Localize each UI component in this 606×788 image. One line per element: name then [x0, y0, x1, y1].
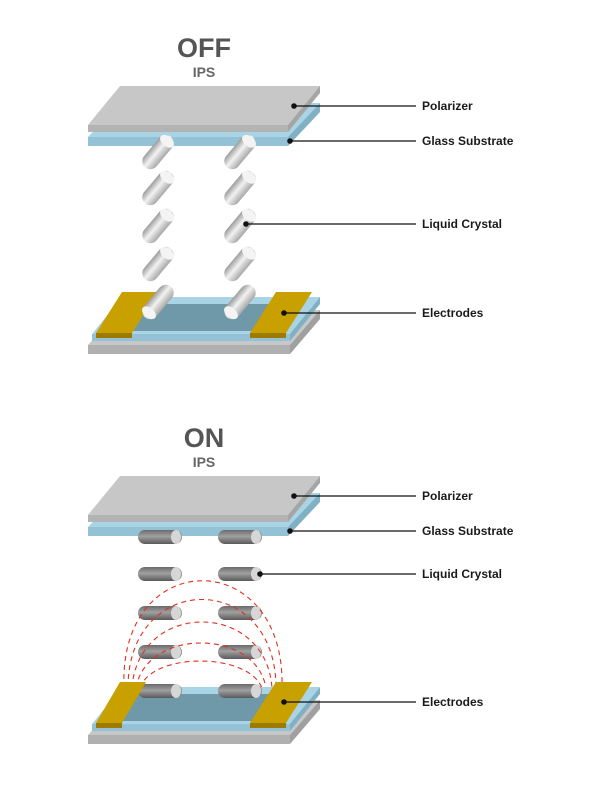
callout-polarizer: Polarizer [291, 489, 473, 503]
callout-glass-substrate: Glass Substrate [287, 524, 514, 538]
liquid-crystal-column-right [218, 530, 262, 659]
polarizer-top [88, 86, 320, 132]
callout-liquid-crystal: Liquid Crystal [257, 567, 502, 581]
liquid-crystal-bottom-right [224, 284, 256, 320]
label-polarizer: Polarizer [422, 489, 473, 503]
callout-glass-substrate: Glass Substrate [287, 134, 514, 148]
panel-title: ON [184, 423, 225, 453]
panel-subtitle: IPS [193, 64, 216, 80]
callout-electrodes: Electrodes [281, 306, 484, 320]
label-glass-substrate: Glass Substrate [422, 524, 514, 538]
electrode-right [250, 292, 312, 338]
callout-liquid-crystal: Liquid Crystal [243, 217, 502, 231]
liquid-crystal-bottom-right [218, 684, 262, 698]
liquid-crystal-bottom-left [142, 284, 174, 320]
liquid-crystal-column-left [142, 134, 174, 282]
callout-electrodes: Electrodes [281, 695, 484, 709]
panel-subtitle: IPS [193, 454, 216, 470]
label-electrodes: Electrodes [422, 695, 484, 709]
callout-polarizer: Polarizer [291, 99, 473, 113]
liquid-crystal-bottom-left [138, 684, 182, 698]
electrode-left [96, 292, 158, 338]
polarizer-top [88, 476, 320, 522]
electric-field-lines [123, 580, 283, 689]
label-electrodes: Electrodes [422, 306, 484, 320]
electrode-right [250, 682, 312, 728]
panel-title: OFF [177, 33, 231, 63]
label-liquid-crystal: Liquid Crystal [422, 217, 502, 231]
panel-off: OFF IPS [88, 33, 514, 354]
electrode-left [96, 682, 146, 728]
label-liquid-crystal: Liquid Crystal [422, 567, 502, 581]
label-polarizer: Polarizer [422, 99, 473, 113]
label-glass-substrate: Glass Substrate [422, 134, 514, 148]
liquid-crystal-column-left [138, 530, 182, 659]
panel-on: ON IPS [88, 423, 514, 744]
liquid-crystal-column-right [224, 134, 256, 282]
